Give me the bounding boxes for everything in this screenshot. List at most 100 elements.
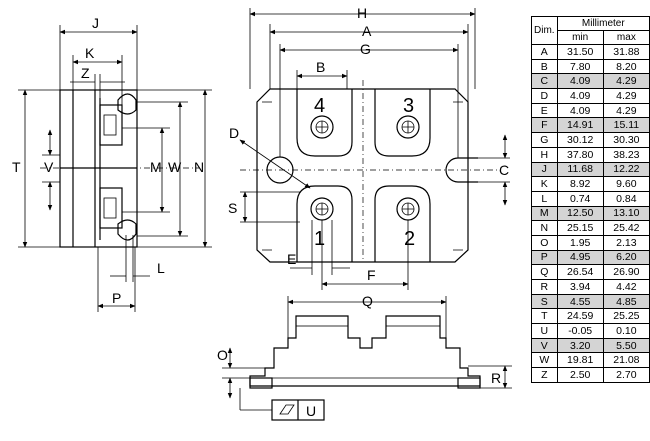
label-U: U [306,403,316,419]
cell-dim: S [531,293,558,310]
cell-max: 6.20 [602,249,650,266]
cell-max: 15.11 [602,117,650,134]
label-S: S [228,200,237,216]
label-N: N [194,159,204,175]
cell-max: 0.10 [602,323,650,339]
cell-dim: V [531,337,558,354]
terminal-4-label: 4 [314,95,325,117]
top-view: 4 3 1 2 H A G B D C S [228,5,510,290]
cell-min: 4.55 [556,293,604,310]
cell-dim: T [531,308,558,325]
label-J: J [92,15,99,31]
cell-max: 21.08 [602,352,650,369]
unit-header: Millimeter [556,16,650,31]
label-V: V [44,159,54,175]
max-header: max [602,30,650,45]
dim-header: Dim. [531,16,558,45]
cell-dim: P [531,249,558,266]
table-subheader-row: min max [532,30,650,45]
cell-dim: W [531,352,558,369]
cell-max: 4.29 [602,73,650,90]
cell-max: 0.84 [602,190,650,207]
label-G: G [360,41,371,57]
cell-dim: R [531,279,558,295]
cell-min: 4.09 [556,88,604,104]
label-P: P [112,290,121,306]
cell-min: 25.15 [556,220,604,236]
cell-min: 14.91 [556,117,604,134]
cell-max: 4.29 [602,88,650,104]
min-header: min [556,30,604,45]
cell-max: 12.22 [602,161,650,178]
label-O: O [217,347,228,363]
cell-min: 24.59 [556,308,604,325]
cell-dim: U [531,323,558,339]
label-A: A [362,23,372,39]
cell-dim: E [531,102,558,119]
mechanical-drawing: J K Z T V M W N [12,5,512,421]
cell-min: 0.74 [556,190,604,207]
label-M: M [150,159,162,175]
cell-max: 13.10 [602,205,650,222]
cell-dim: Q [531,264,558,280]
cell-min: 3.20 [556,337,604,354]
label-R: R [491,370,501,386]
cell-min: 2.50 [556,367,604,383]
cell-min: 8.92 [556,176,604,192]
cell-min: 7.80 [556,58,604,75]
label-Z: Z [81,65,90,81]
cell-dim: F [531,117,558,134]
cell-dim: B [531,58,558,75]
cell-max: 25.42 [602,220,650,236]
cell-min: 19.81 [556,352,604,369]
cell-dim: N [531,220,558,236]
cell-min: 4.09 [556,102,604,119]
cell-dim: A [531,44,558,60]
cell-max: 25.25 [602,308,650,325]
cell-dim: G [531,132,558,148]
side-view: J K Z T V M W N [12,15,212,312]
cell-min: 12.50 [556,205,604,222]
label-L: L [157,260,165,276]
cell-min: 26.54 [556,264,604,280]
cell-dim: J [531,161,558,178]
label-Q: Q [362,293,373,309]
cell-min: -0.05 [556,323,604,339]
cell-dim: L [531,190,558,207]
cell-max: 8.20 [602,58,650,75]
cell-min: 1.95 [556,234,604,251]
cell-min: 4.95 [556,249,604,266]
terminal-1-label: 1 [314,228,325,250]
label-E: E [287,251,296,267]
cell-min: 4.09 [556,73,604,90]
front-view: Q O R U [217,293,512,421]
label-T: T [12,159,21,175]
cell-max: 4.42 [602,279,650,295]
terminal-3-label: 3 [403,95,414,117]
cell-dim: C [531,73,558,90]
cell-max: 5.50 [602,337,650,354]
cell-min: 30.12 [556,132,604,148]
terminal-2-label: 2 [404,228,415,250]
cell-max: 9.60 [602,176,650,192]
label-D: D [229,125,239,141]
